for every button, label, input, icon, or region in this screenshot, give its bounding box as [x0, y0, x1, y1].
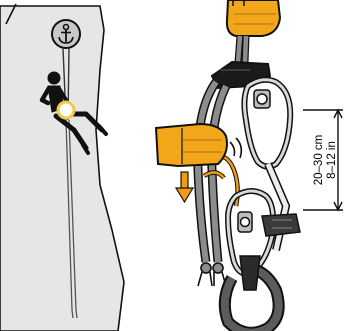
rock-face — [0, 6, 124, 331]
middle-glove — [156, 124, 227, 166]
belay-device-ring — [58, 102, 74, 118]
harness-strap — [262, 214, 300, 236]
motion-lines-icon — [230, 138, 241, 158]
down-arrow-icon — [176, 172, 193, 202]
harness-belay-loop — [225, 256, 279, 331]
brake-rope — [238, 36, 246, 62]
measurement-imperial: 8–12 in — [326, 141, 338, 179]
belay-device — [212, 62, 270, 88]
rope-end-knots — [198, 263, 226, 286]
upper-carabiner — [244, 80, 290, 167]
measurement-metric: 20–30 cm — [313, 135, 325, 186]
climber-head — [48, 72, 60, 84]
anchor-icon — [52, 20, 80, 48]
top-glove — [227, 0, 280, 36]
dimension-labels: 20–30 cm 8–12 in — [313, 135, 338, 186]
rock-face-panel — [0, 4, 124, 331]
